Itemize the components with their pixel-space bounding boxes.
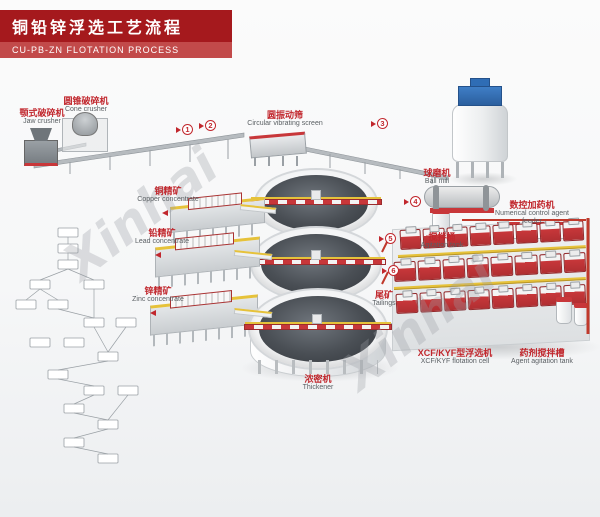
- flotation-cell-unit: [538, 253, 563, 275]
- flow-marker-number: 6: [388, 265, 399, 276]
- flotation-cell-unit: [419, 291, 443, 313]
- thickener-tank-1: [250, 168, 382, 238]
- thickener-center-drive: [311, 190, 322, 201]
- flow-arrow-icon: [176, 126, 181, 133]
- flow-marker-number: 1: [182, 124, 193, 135]
- silo-body: [452, 104, 508, 162]
- flotation-cell-unit: [399, 228, 422, 250]
- flotation-cell-unit: [515, 222, 538, 244]
- thickener-tank-3: [243, 288, 393, 370]
- thickener-center-drive: [312, 314, 323, 325]
- flow-arrow-icon: [162, 210, 168, 216]
- jaw-crusher-machine: [24, 140, 58, 166]
- flow-arrow-icon: [382, 267, 387, 274]
- flow-arrow-icon: [371, 120, 376, 127]
- flow-marker-2: 2: [199, 120, 216, 131]
- flow-marker-number: 3: [377, 118, 388, 129]
- flotation-cell-unit: [445, 226, 469, 248]
- jaw-crusher-hopper: [30, 128, 52, 141]
- agent-agitation-tank-2: [574, 303, 588, 326]
- flow-arrow-icon: [150, 310, 156, 316]
- vibrating-screen-legs: [254, 156, 302, 166]
- thickener-bridge: [246, 257, 386, 266]
- flotation-cell-unit: [514, 254, 538, 276]
- flotation-cell-unit: [490, 255, 514, 277]
- flotation-cell-unit: [491, 287, 515, 309]
- flowsheet-chart: [15, 227, 139, 464]
- flotation-cell-unit: [467, 289, 491, 311]
- flotation-cell-unit: [562, 251, 587, 274]
- flow-arrow-icon: [155, 252, 161, 258]
- ball-mill-base: [430, 208, 494, 213]
- flotation-cell-unit: [417, 259, 441, 281]
- flow-arrow-icon: [404, 198, 409, 205]
- title-banner: 铜铅锌浮选工艺流程 CU-PB-ZN FLOTATION PROCESS: [0, 10, 232, 58]
- flotation-cell-unit: [492, 224, 515, 246]
- flotation-cell-unit: [422, 227, 445, 249]
- agent-agitation-tank-1: [556, 297, 572, 324]
- flow-arrow-icon: [199, 122, 204, 129]
- flow-arrow-icon: [379, 235, 384, 242]
- cone-crusher-machine: [72, 112, 98, 136]
- silo-legs: [456, 162, 504, 178]
- flow-marker-4: 4: [404, 196, 421, 207]
- flotation-cell-unit: [466, 257, 490, 279]
- flotation-cell-unit: [538, 221, 562, 243]
- flowsheet-connectors: [25, 237, 129, 455]
- thickener-base-legs: [258, 360, 378, 374]
- flow-marker-1: 1: [176, 124, 193, 135]
- flotation-cell-unit: [441, 258, 466, 280]
- flow-marker-number: 4: [410, 196, 421, 207]
- thickener-bridge: [243, 322, 393, 331]
- flow-marker-3: 3: [371, 118, 388, 129]
- flotation-cell-unit: [443, 290, 467, 312]
- flow-marker-6: 6: [382, 265, 399, 276]
- flow-marker-number: 5: [385, 233, 396, 244]
- thickener-center-drive: [310, 250, 321, 261]
- flow-marker-number: 2: [205, 120, 216, 131]
- flow-marker-5: 5: [379, 233, 396, 244]
- flotation-cell-unit: [515, 286, 539, 308]
- page-title-zh: 铜铅锌浮选工艺流程: [0, 10, 232, 42]
- flotation-cell-unit: [562, 220, 585, 242]
- ball-mill-machine: [424, 185, 500, 211]
- page-title-en: CU-PB-ZN FLOTATION PROCESS: [0, 42, 232, 58]
- silo-cap: [458, 86, 502, 106]
- flotation-cell-unit: [395, 292, 419, 314]
- flotation-cell-unit: [469, 225, 492, 247]
